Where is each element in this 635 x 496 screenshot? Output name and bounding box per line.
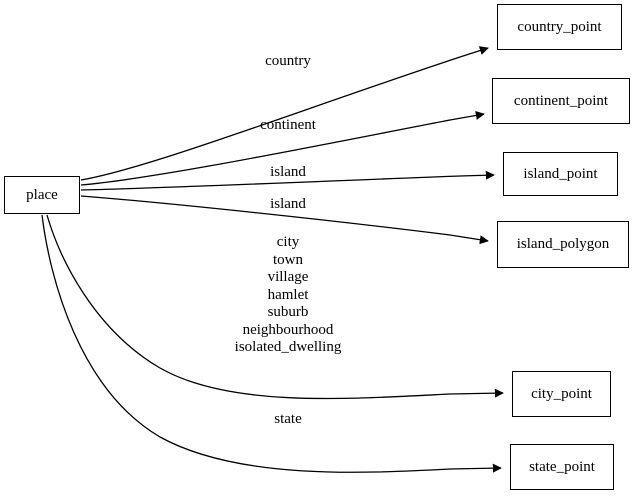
node-continent-point[interactable]: continent_point xyxy=(492,78,630,124)
node-country-point-label: country_point xyxy=(517,18,602,35)
node-island-polygon-label: island_polygon xyxy=(516,236,610,252)
node-city-point-label: city_point xyxy=(531,385,592,402)
edge-label-country: country xyxy=(265,53,311,69)
node-place-label: place xyxy=(26,186,58,203)
node-island-point-label: island_point xyxy=(523,165,598,182)
node-country-point[interactable]: country_point xyxy=(497,4,622,50)
node-island-polygon[interactable]: island_polygon xyxy=(497,221,629,268)
edge-label-island-point: island xyxy=(270,164,306,180)
edge-label-island-polygon: island xyxy=(270,196,306,212)
edge-label-state: state xyxy=(274,411,302,427)
node-continent-point-label: continent_point xyxy=(513,92,609,109)
node-island-point[interactable]: island_point xyxy=(503,152,618,196)
edge-label-continent: continent xyxy=(260,117,316,133)
node-city-point[interactable]: city_point xyxy=(512,371,611,417)
node-state-point[interactable]: state_point xyxy=(510,444,614,490)
node-state-point-label: state_point xyxy=(529,458,595,475)
node-place[interactable]: place xyxy=(4,176,80,214)
